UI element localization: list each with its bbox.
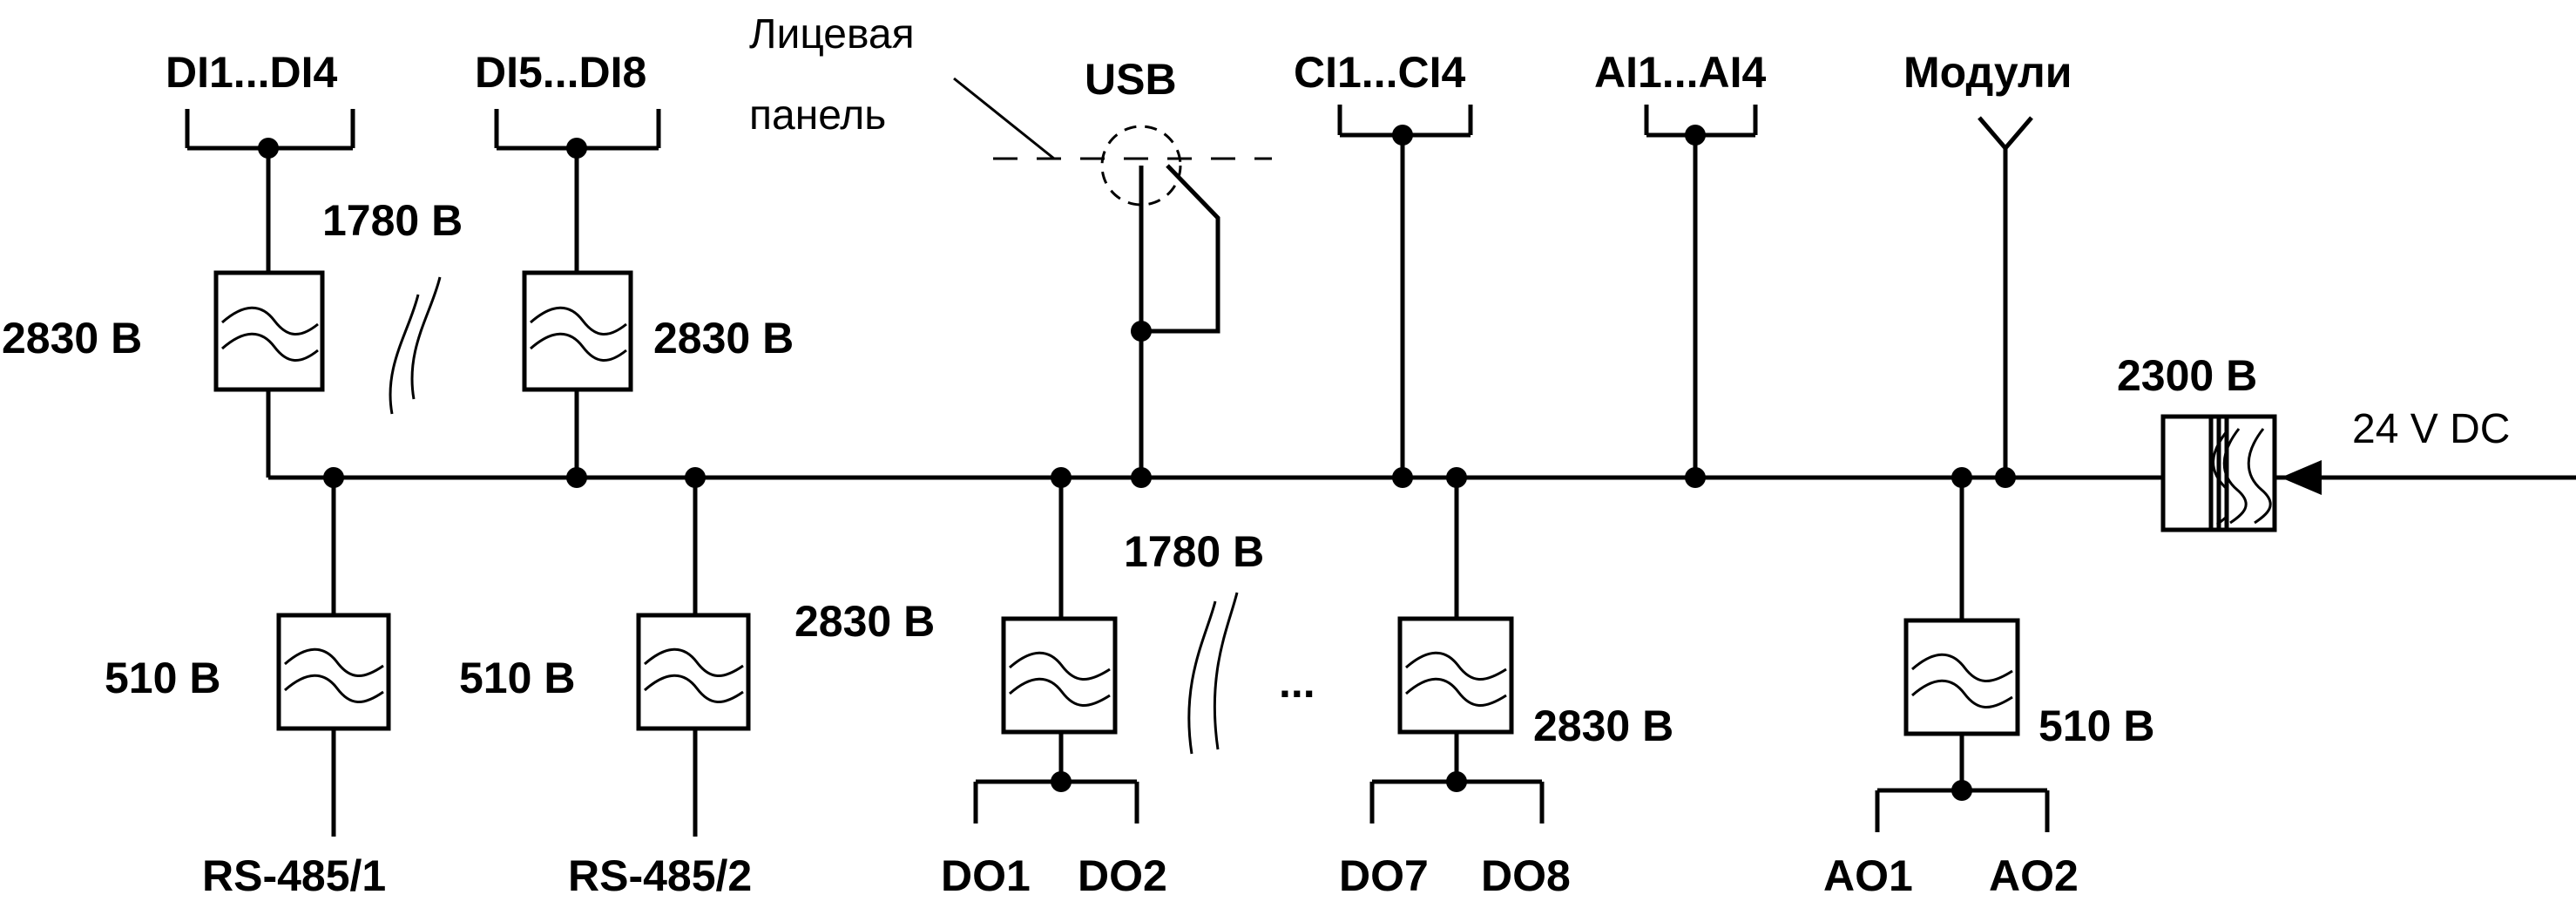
usb-connector-circle [1100, 125, 1182, 207]
junction-dot [685, 467, 706, 488]
isolation-barrier-do7-8 [1397, 616, 1514, 735]
isolation-barrier-rs485-1 [276, 613, 391, 731]
junction-dot [1446, 467, 1467, 488]
ci1-4-branch [1337, 105, 1473, 488]
gap-mark-top [389, 276, 442, 415]
isolation-barrier-rs485-2 [636, 613, 751, 731]
label-ci1-4: CI1...CI4 [1294, 48, 1465, 97]
label-1780-top: 1780 В [322, 196, 463, 245]
ao1-2-branch [1875, 467, 2050, 832]
isolation-barrier-do1-2 [1001, 616, 1118, 735]
junction-dot [566, 138, 587, 159]
junction-dot [1685, 467, 1706, 488]
isolation-barrier-di5-8 [522, 270, 633, 392]
label-do2: DO2 [1078, 851, 1167, 900]
label-ao2: AO2 [1989, 851, 2079, 900]
label-rs485-2: RS-485/2 [568, 851, 752, 900]
junction-dot [1685, 125, 1706, 146]
label-510-ao: 510 В [2038, 702, 2154, 750]
label-510-rs1: 510 В [105, 654, 220, 702]
label-1780-bottom: 1780 В [1124, 527, 1264, 576]
junction-dot [1951, 467, 1972, 488]
modules-branch [1978, 116, 2033, 488]
label-ao1: AO1 [1823, 851, 1913, 900]
di5-8-branch [494, 109, 661, 488]
di1-4-branch [185, 109, 355, 478]
label-ai1-4: AI1...AI4 [1594, 48, 1766, 97]
isolation-barrier-power [2160, 414, 2277, 532]
do7-8-branch [1369, 467, 1545, 824]
junction-dot [1392, 125, 1413, 146]
label-2300: 2300 В [2117, 351, 2257, 400]
label-di1-4: DI1...DI4 [166, 48, 337, 97]
label-do7: DO7 [1339, 851, 1429, 900]
junction-dot [323, 467, 344, 488]
label-power: 24 V DC [2352, 406, 2510, 452]
usb-branch [953, 77, 1272, 488]
label-510-rs2: 510 В [459, 654, 575, 702]
label-front-panel-2: панель [749, 92, 886, 139]
power-input [2160, 414, 2322, 532]
label-di5-8: DI5...DI8 [475, 48, 646, 97]
label-front-panel-1: Лицевая [749, 11, 915, 58]
junction-dot [566, 467, 587, 488]
gap-mark-bottom [1187, 592, 1239, 755]
junction-dot [1995, 467, 2016, 488]
power-arrow-head [2281, 460, 2322, 495]
isolation-barrier-di1-4 [213, 270, 325, 392]
rs485-1-branch [276, 467, 391, 837]
label-2830-di2: 2830 В [653, 314, 794, 363]
junction-dot [1051, 467, 1072, 488]
label-2830-di1: 2830 В [2, 314, 142, 363]
label-usb: USB [1085, 55, 1177, 104]
label-modules: Модули [1903, 48, 2072, 97]
junction-dot [1392, 467, 1413, 488]
rs485-2-branch [636, 467, 751, 837]
label-rs485-1: RS-485/1 [202, 851, 386, 900]
label-do1: DO1 [941, 851, 1031, 900]
label-2830-do1: 2830 В [794, 597, 935, 646]
do1-2-branch [973, 467, 1139, 824]
ai1-4-branch [1644, 105, 1758, 488]
isolation-barrier-ao1-2 [1903, 618, 2020, 736]
junction-dot [1131, 467, 1152, 488]
junction-dot [258, 138, 279, 159]
label-ellipsis: ... [1279, 658, 1315, 707]
front-panel-leader [953, 77, 1055, 160]
label-2830-do2: 2830 В [1533, 702, 1673, 750]
label-do8: DO8 [1481, 851, 1571, 900]
